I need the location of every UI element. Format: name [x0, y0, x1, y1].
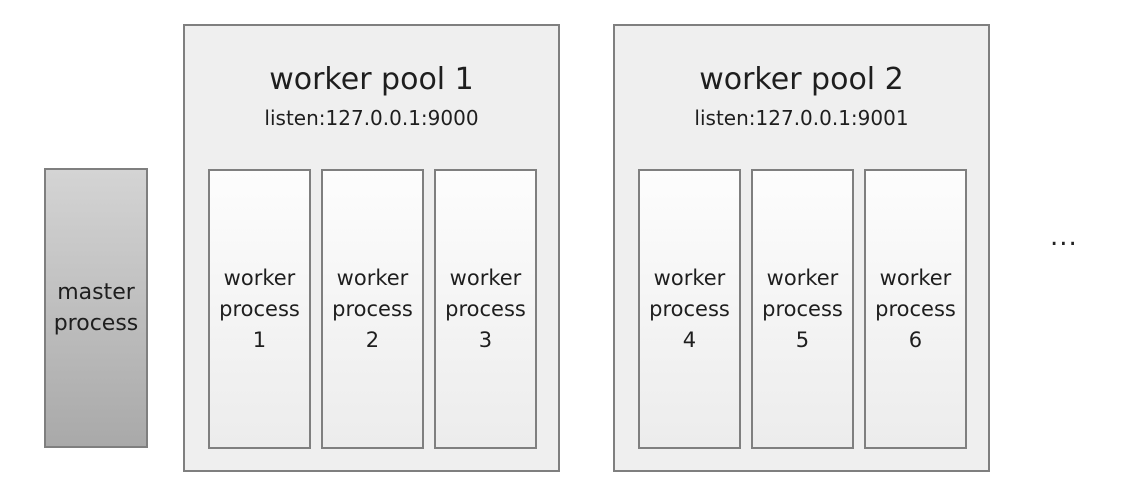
worker-process-4-line2: process: [649, 296, 730, 321]
worker-process-4-label: worker process 4: [649, 263, 730, 356]
worker-pool-1-listen: listen:127.0.0.1:9000: [264, 106, 479, 130]
worker-process-5-line1: worker: [766, 265, 839, 290]
worker-process-6-label: worker process 6: [875, 263, 956, 356]
worker-process-6: worker process 6: [864, 169, 967, 449]
worker-process-1-label: worker process 1: [219, 263, 300, 356]
worker-pool-2-title: worker pool 2: [699, 62, 904, 97]
worker-process-2-number: 2: [365, 327, 380, 352]
worker-process-5: worker process 5: [751, 169, 854, 449]
master-process-line1: master: [57, 280, 135, 305]
worker-process-2-label: worker process 2: [332, 263, 413, 356]
worker-process-2-line1: worker: [336, 265, 409, 290]
worker-process-5-number: 5: [795, 327, 810, 352]
worker-process-1-number: 1: [252, 327, 267, 352]
worker-process-6-line2: process: [875, 296, 956, 321]
worker-process-6-line1: worker: [879, 265, 952, 290]
worker-process-3-number: 3: [478, 327, 493, 352]
worker-pool-1-title: worker pool 1: [269, 62, 474, 97]
worker-pool-1: worker pool 1 listen:127.0.0.1:9000 work…: [183, 24, 560, 472]
worker-process-3-label: worker process 3: [445, 263, 526, 356]
worker-pool-2-listen: listen:127.0.0.1:9001: [694, 106, 909, 130]
worker-process-4: worker process 4: [638, 169, 741, 449]
worker-process-1-line2: process: [219, 296, 300, 321]
worker-process-1-line1: worker: [223, 265, 296, 290]
worker-process-3: worker process 3: [434, 169, 537, 449]
worker-pool-2: worker pool 2 listen:127.0.0.1:9001 work…: [613, 24, 990, 472]
more-pools-ellipsis: ...: [1050, 222, 1078, 252]
master-process-box: master process: [44, 168, 148, 448]
worker-process-4-line1: worker: [653, 265, 726, 290]
worker-process-3-line2: process: [445, 296, 526, 321]
worker-process-1: worker process 1: [208, 169, 311, 449]
worker-process-5-line2: process: [762, 296, 843, 321]
worker-process-4-number: 4: [682, 327, 697, 352]
worker-process-2-line2: process: [332, 296, 413, 321]
worker-process-6-number: 6: [908, 327, 923, 352]
master-process-line2: process: [53, 311, 139, 336]
worker-process-3-line1: worker: [449, 265, 522, 290]
worker-process-5-label: worker process 5: [762, 263, 843, 356]
worker-process-2: worker process 2: [321, 169, 424, 449]
master-process-label: master process: [54, 277, 139, 339]
